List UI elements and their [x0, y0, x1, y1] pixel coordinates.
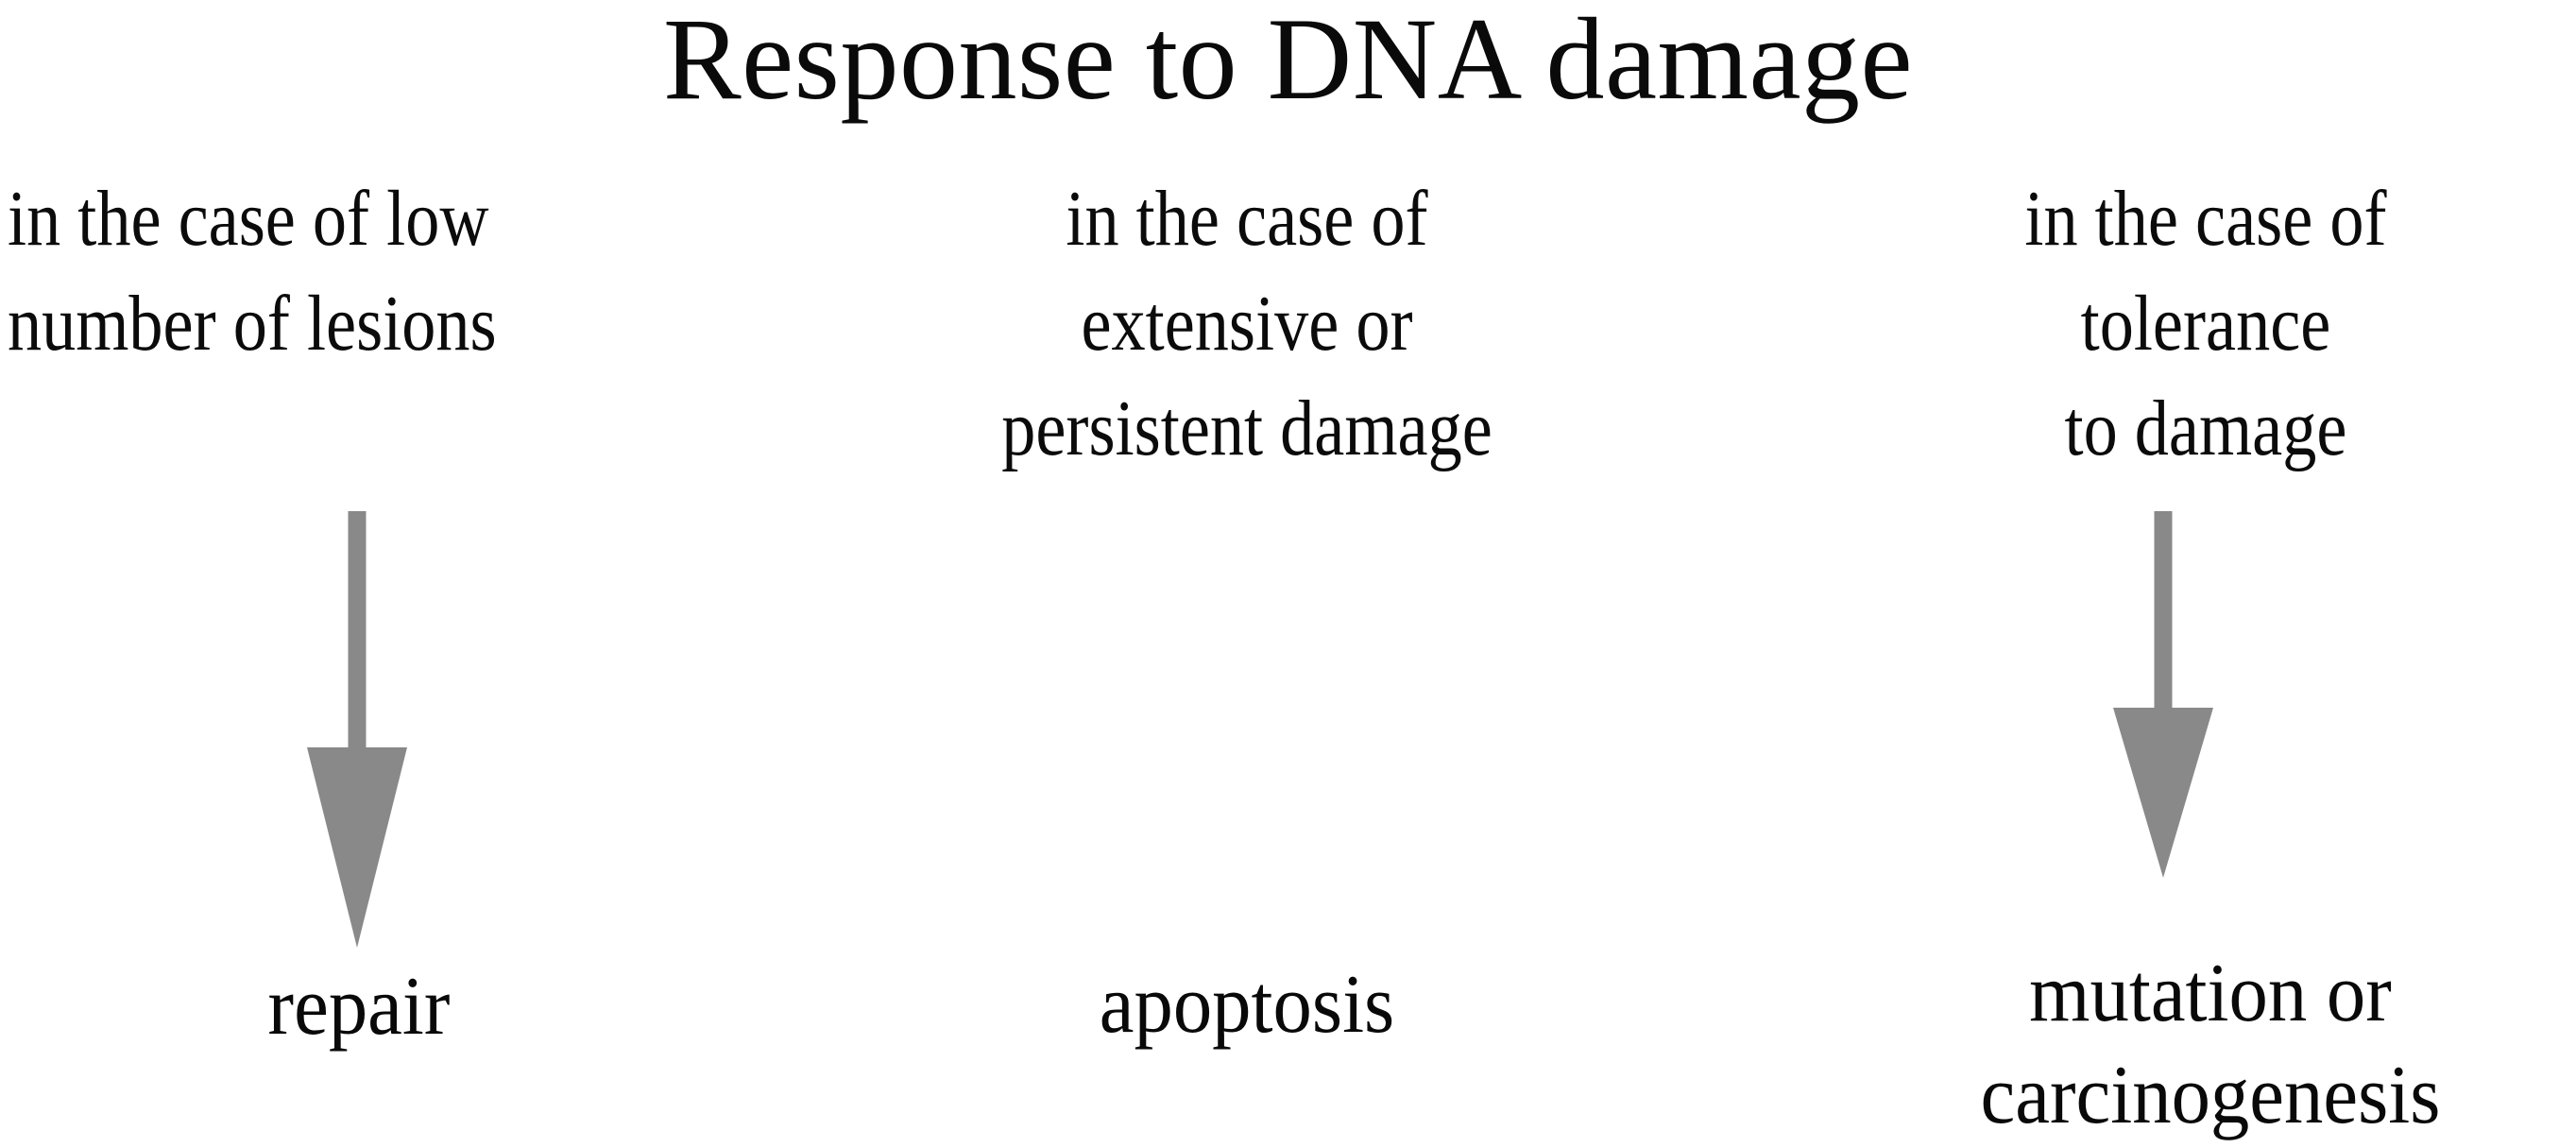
condition-line: in the case of	[1066, 175, 1428, 263]
condition-line: persistent damage	[1001, 385, 1493, 472]
branch-mutation: in the case of tolerance to damage mutat…	[1870, 0, 2541, 1148]
condition-line: number of lesions	[8, 280, 497, 368]
down-arrow-icon	[300, 511, 414, 948]
outcome-label-repair: repair	[22, 956, 696, 1058]
condition-line: tolerance	[2080, 280, 2331, 368]
condition-text-mutation: in the case of tolerance to damage	[1918, 166, 2495, 481]
outcome-label-apoptosis: apoptosis	[928, 954, 1567, 1056]
condition-line: in the case of low	[8, 175, 489, 263]
condition-line: in the case of	[2024, 175, 2387, 263]
condition-line: extensive or	[1081, 280, 1413, 368]
outcome-line: repair	[267, 961, 451, 1053]
branch-apoptosis: in the case of extensive or persistent d…	[907, 0, 2213, 1148]
condition-text-apoptosis: in the case of extensive or persistent d…	[954, 166, 1539, 481]
condition-text-repair: in the case of low number of lesions	[8, 166, 497, 376]
page-title: Response to DNA damage	[662, 0, 1914, 124]
outcome-line: apoptosis	[1099, 959, 1395, 1051]
outcome-line: mutation or	[2029, 948, 2392, 1039]
outcome-label-mutation: mutation or carcinogenesis	[1873, 943, 2548, 1147]
condition-line: to damage	[2064, 385, 2347, 472]
branch-repair: in the case of low number of lesions rep…	[0, 0, 784, 1148]
down-arrow-icon	[2107, 511, 2220, 878]
outcome-line: carcinogenesis	[1980, 1050, 2441, 1141]
